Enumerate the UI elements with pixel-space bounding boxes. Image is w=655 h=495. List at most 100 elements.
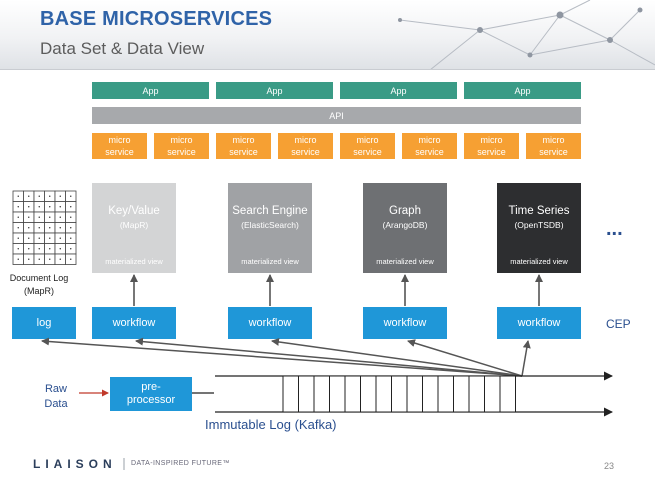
document-log-dot (38, 216, 40, 218)
immutable-log-label: Immutable Log (Kafka) (205, 417, 337, 432)
document-log-cell (33, 253, 45, 265)
document-log-cell (44, 201, 56, 213)
document-log-cell (44, 222, 56, 234)
document-log-cell (44, 232, 56, 244)
store-search-engine: Search Engine (ElasticSearch) materializ… (228, 183, 312, 273)
document-log-dot (17, 195, 19, 197)
document-log-dot (49, 216, 51, 218)
kafka-log-cell (468, 375, 485, 413)
arrow-kafka-to-workflow (407, 339, 523, 377)
document-log-cell (12, 253, 24, 265)
workflow-box-3: workflow (363, 307, 447, 339)
materialized-view-label: materialized view (241, 257, 299, 266)
document-log-dot (38, 237, 40, 239)
document-log-cell (54, 190, 66, 202)
document-log-cell (54, 253, 66, 265)
kafka-log-cell (437, 375, 454, 413)
document-log-cell (44, 243, 56, 255)
document-log-cell (12, 201, 24, 213)
document-log-dot (28, 195, 30, 197)
document-log-cell (54, 201, 66, 213)
workflow-box-1: workflow (92, 307, 176, 339)
document-log-dot (38, 195, 40, 197)
document-log-cell (23, 232, 35, 244)
document-log-dot (70, 248, 72, 250)
document-log-dot (70, 195, 72, 197)
raw-data-label: Raw Data (44, 383, 68, 410)
store-graph: Graph (ArangoDB) materialized view (363, 183, 447, 273)
document-log-cell (65, 190, 77, 202)
document-log-cell (23, 211, 35, 223)
document-log-dot (59, 258, 61, 260)
kafka-log-cell (282, 375, 299, 413)
log-box: log (12, 307, 76, 339)
arrow-kafka-to-workflow (521, 340, 531, 377)
document-log-dot (70, 237, 72, 239)
kafka-log-cell (375, 375, 392, 413)
network-decoration (398, 0, 655, 69)
preprocessor-box: pre-processor (110, 377, 192, 411)
document-log-cell (23, 201, 35, 213)
api-bar: API (92, 107, 581, 124)
document-log-cell (33, 190, 45, 202)
document-log-dot (59, 195, 61, 197)
document-log-dot (17, 206, 19, 208)
document-log-dot (17, 258, 19, 260)
store-name: Graph (389, 205, 421, 217)
kafka-log-cell (360, 375, 377, 413)
document-log-cell (33, 232, 45, 244)
store-tech: (MapR) (119, 220, 149, 230)
document-log-dot (28, 206, 30, 208)
document-log-dot (59, 206, 61, 208)
app-bar-2: App (216, 82, 333, 99)
document-log-dot (49, 258, 51, 260)
page-number: 23 (604, 461, 615, 471)
document-log-cell (33, 211, 45, 223)
document-log-dot (17, 227, 19, 229)
document-log-cell (44, 190, 56, 202)
slide-subtitle: Data Set & Data View (40, 39, 205, 58)
document-log-dot (49, 248, 51, 250)
document-log-cell (65, 243, 77, 255)
kafka-log-cell (344, 375, 361, 413)
workflow-box-2: workflow (228, 307, 312, 339)
liaison-tagline: DATA-INSPIRED FUTURE™ (131, 460, 230, 467)
document-log-dot (38, 248, 40, 250)
document-log-cell (65, 201, 77, 213)
document-log-cell (33, 222, 45, 234)
app-bar-3: App (340, 82, 457, 99)
document-log-dot (70, 216, 72, 218)
document-log-dot (70, 227, 72, 229)
document-log-dot (28, 237, 30, 239)
document-log-cell (23, 222, 35, 234)
document-log-dot (70, 258, 72, 260)
document-log-cell (23, 190, 35, 202)
kafka-log-cell (313, 375, 330, 413)
document-log-cell (54, 232, 66, 244)
document-log-cell (23, 253, 35, 265)
document-log-dot (59, 227, 61, 229)
document-log-cell (44, 253, 56, 265)
document-log-dot (28, 248, 30, 250)
document-log-dot (49, 206, 51, 208)
kafka-log-cell (453, 375, 470, 413)
arrow-kafka-to-workflow (135, 337, 523, 377)
document-log-cell (12, 211, 24, 223)
document-log-cell (44, 211, 56, 223)
store-name: Search Engine (232, 205, 308, 217)
more-stores-ellipsis: ... (606, 218, 623, 240)
document-log-cell (65, 222, 77, 234)
liaison-logo: LIAISON (33, 457, 117, 471)
store-tech: (ArangoDB) (382, 220, 428, 230)
document-log-dot (28, 227, 30, 229)
slide-header: BASE MICROSERVICES Data Set & Data View (0, 0, 655, 70)
kafka-log-cell (484, 375, 501, 413)
arrow-kafka-to-workflow (271, 338, 523, 377)
document-log-cell (54, 222, 66, 234)
document-log-cell (54, 211, 66, 223)
document-log-label: Document Log (MapR) (9, 273, 69, 296)
